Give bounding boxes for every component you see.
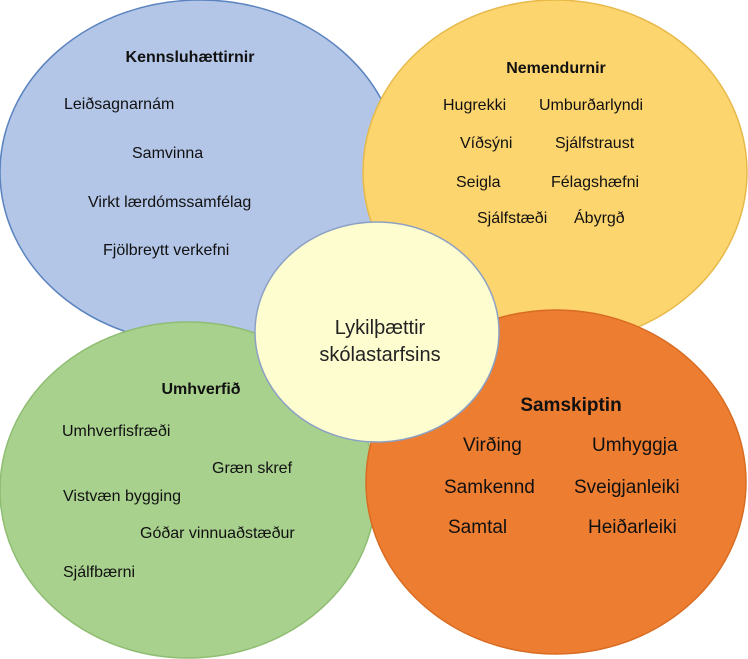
umhverfi-item: Vistvæn bygging xyxy=(63,488,181,505)
samskipti-item: Samtal xyxy=(448,517,507,538)
nemendur-item: Víðsýni xyxy=(460,135,512,152)
samskipti-title: Samskiptin xyxy=(520,395,621,416)
nemendur-item: Sjálfstæði xyxy=(477,210,547,227)
nemendur-item: Ábyrgð xyxy=(574,208,625,227)
kennsla-title: Kennsluhættirnir xyxy=(126,49,255,66)
umhverfi-item: Græn skref xyxy=(212,460,293,477)
samskipti-item: Sveigjanleiki xyxy=(574,477,680,498)
umhverfi-title: Umhverfið xyxy=(161,381,240,398)
center-title-line2: skólastarfsins xyxy=(319,344,440,366)
kennsla-item: Virkt lærdómssamfélag xyxy=(88,194,251,211)
umhverfi-item: Góðar vinnuaðstæður xyxy=(140,525,295,542)
circle-center-shape xyxy=(254,221,500,443)
nemendur-item: Félagshæfni xyxy=(551,174,639,191)
samskipti-item: Virðing xyxy=(463,435,522,456)
nemendur-item: Seigla xyxy=(456,174,501,191)
center-title-line1: Lykilþættir xyxy=(335,317,426,339)
nemendur-item: Umburðarlyndi xyxy=(539,97,643,114)
kennsla-item: Samvinna xyxy=(132,145,203,162)
samskipti-item: Samkennd xyxy=(444,477,535,498)
samskipti-item: Heiðarleiki xyxy=(588,517,677,538)
kennsla-item: Leiðsagnarnám xyxy=(64,96,174,113)
kennsla-item: Fjölbreytt verkefni xyxy=(103,242,229,259)
nemendur-item: Hugrekki xyxy=(443,97,506,114)
circle-center xyxy=(254,221,500,443)
nemendur-item: Sjálfstraust xyxy=(555,135,635,152)
umhverfi-item: Sjálfbærni xyxy=(63,564,135,581)
umhverfi-item: Umhverfisfræði xyxy=(62,423,170,440)
nemendur-title: Nemendurnir xyxy=(506,60,606,77)
samskipti-item: Umhyggja xyxy=(592,435,678,456)
